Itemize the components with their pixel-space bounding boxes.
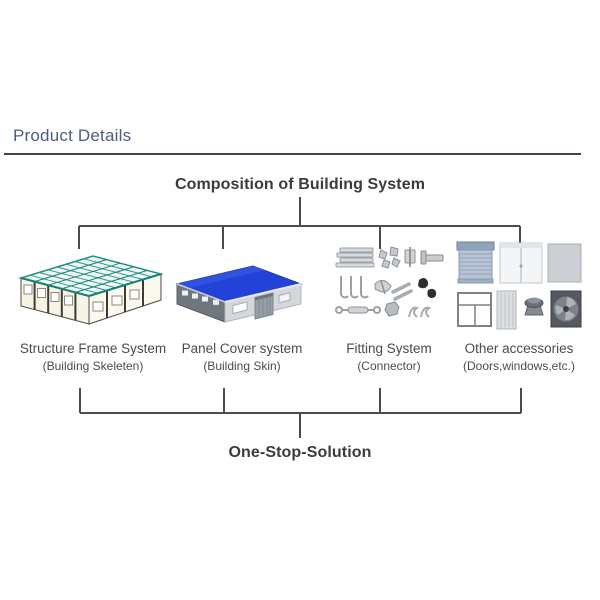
one-stop-solution-label: One-Stop-Solution (228, 444, 372, 461)
item-label-structure-frame: Structure Frame System (Building Skelete… (8, 341, 178, 374)
page-title: Product Details (13, 126, 132, 145)
item-label-panel-cover: Panel Cover system (Building Skin) (157, 341, 327, 374)
item-label: Fitting System (346, 341, 432, 356)
diagram-title: Composition of Building System (174, 176, 426, 193)
item-sublabel: (Connector) (357, 359, 421, 373)
blue-roof-warehouse-icon (175, 265, 303, 323)
doors-windows-accessories-icon (456, 241, 582, 330)
item-label: Other accessories (464, 341, 574, 356)
item-label: Panel Cover system (181, 341, 303, 356)
item-label-fitting-system: Fitting System (Connector) (304, 341, 474, 374)
metal-fittings-set-icon (335, 246, 444, 318)
item-sublabel: (Doors,windows,etc.) (462, 359, 576, 373)
section-divider (4, 153, 581, 155)
item-sublabel: (Building Skin) (203, 359, 281, 373)
item-sublabel: (Building Skeleten) (42, 359, 144, 373)
steel-frame-structure-icon (18, 255, 164, 325)
item-label: Structure Frame System (19, 341, 167, 356)
item-label-other-accessories: Other accessories (Doors,windows,etc.) (434, 341, 600, 374)
